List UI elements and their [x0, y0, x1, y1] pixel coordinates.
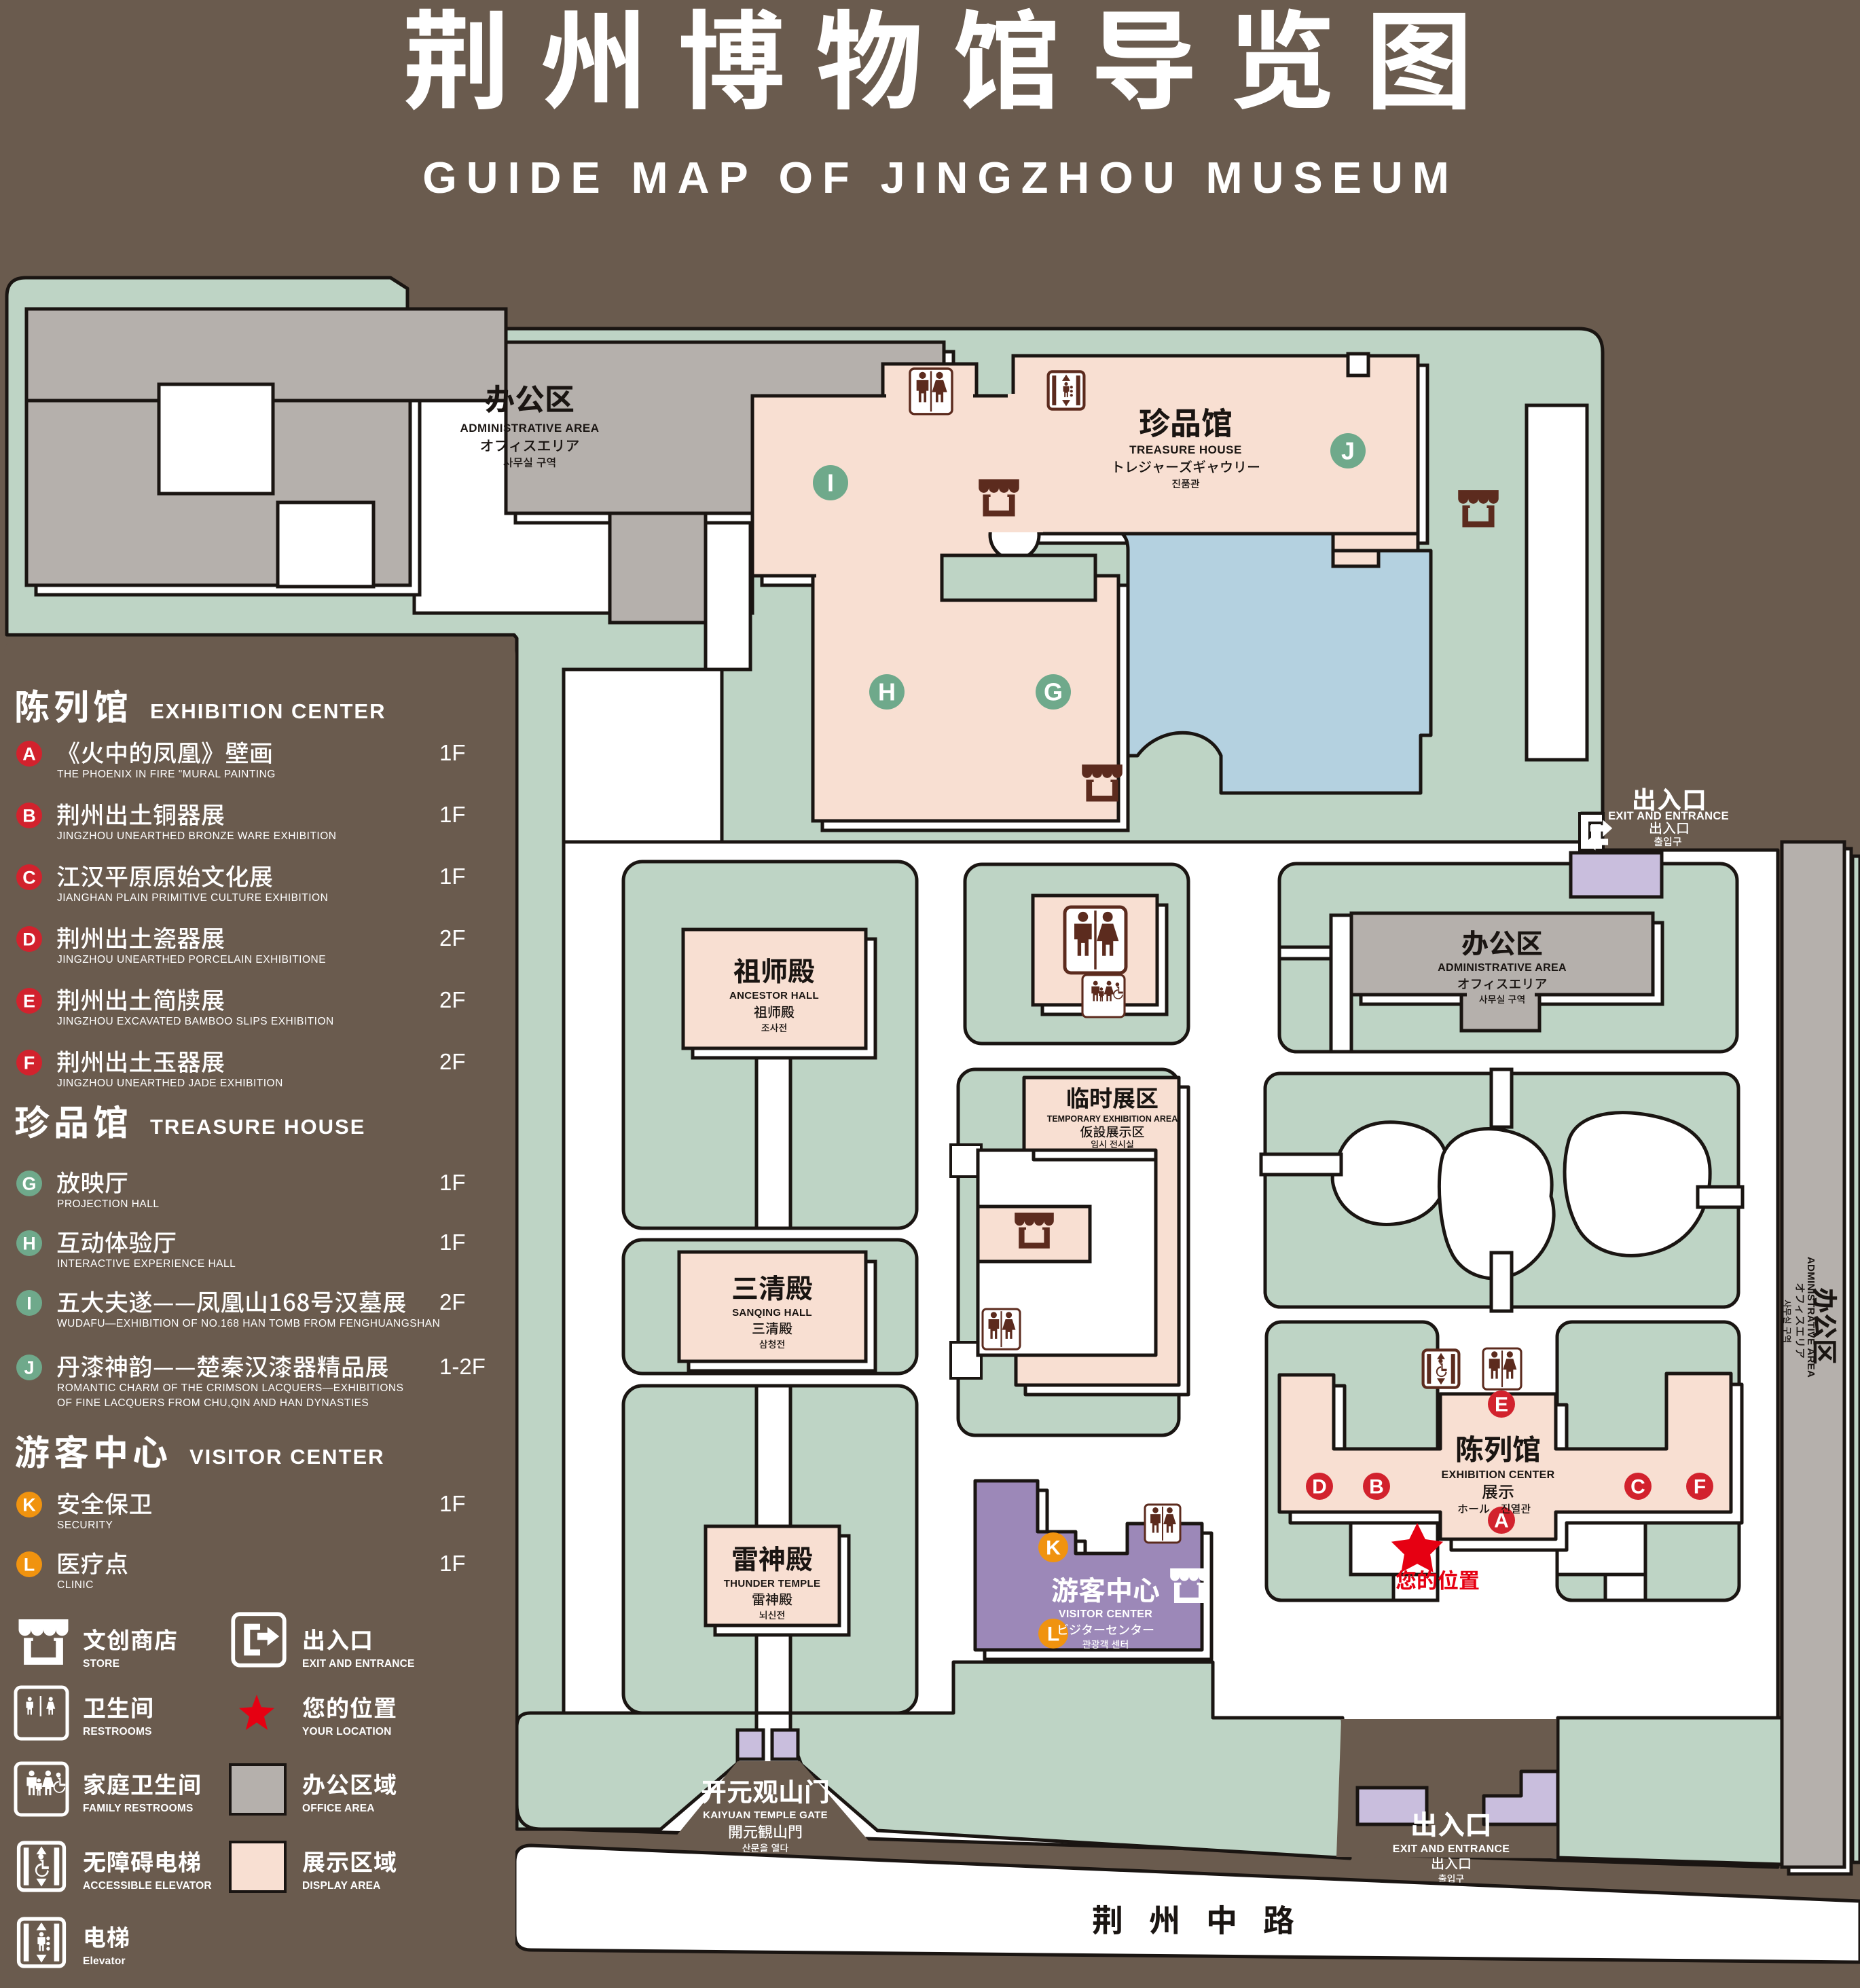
svg-text:KAIYUAN TEMPLE GATE: KAIYUAN TEMPLE GATE [703, 1809, 828, 1821]
svg-text:K: K [1046, 1537, 1061, 1560]
svg-text:1-2F: 1-2F [439, 1354, 486, 1379]
svg-text:TEMPORARY EXHIBITION AREA: TEMPORARY EXHIBITION AREA [1047, 1114, 1178, 1124]
svg-text:Elevator: Elevator [83, 1955, 126, 1967]
svg-text:G: G [22, 1173, 36, 1194]
svg-text:EXHIBITION CENTER: EXHIBITION CENTER [150, 699, 386, 723]
svg-text:B: B [1369, 1476, 1384, 1498]
svg-text:CLINIC: CLINIC [57, 1579, 94, 1591]
svg-text:1F: 1F [439, 1551, 466, 1576]
svg-text:STORE: STORE [83, 1658, 120, 1670]
svg-text:A: A [22, 743, 36, 764]
svg-text:1F: 1F [439, 802, 466, 827]
svg-text:H: H [878, 678, 896, 706]
svg-text:G: G [1044, 678, 1063, 706]
svg-text:F: F [1694, 1476, 1706, 1498]
svg-text:C: C [22, 867, 36, 887]
svg-text:1F: 1F [439, 1230, 466, 1255]
svg-text:VISITOR CENTER: VISITOR CENTER [189, 1445, 385, 1469]
svg-text:1F: 1F [439, 1491, 466, 1516]
svg-text:ADMINISTRATIVE AREA: ADMINISTRATIVE AREA [1438, 962, 1567, 974]
svg-text:JINGZHOU UNEARTHED JADE EXHIBI: JINGZHOU UNEARTHED JADE EXHIBITION [57, 1078, 283, 1089]
svg-text:B: B [22, 805, 36, 826]
svg-text:1F: 1F [439, 1170, 466, 1195]
svg-text:2F: 2F [439, 987, 466, 1012]
svg-text:ADMINISTRATIVE AREA: ADMINISTRATIVE AREA [1805, 1257, 1817, 1378]
svg-text:2F: 2F [439, 1049, 466, 1074]
svg-text:JINGZHOU UNEARTHED BRONZE WARE: JINGZHOU UNEARTHED BRONZE WARE EXHIBITIO… [57, 830, 336, 842]
svg-text:L: L [24, 1554, 35, 1575]
svg-text:D: D [1312, 1476, 1327, 1498]
svg-text:J: J [1341, 437, 1355, 465]
svg-text:2F: 2F [439, 925, 466, 951]
svg-text:1F: 1F [439, 864, 466, 889]
svg-text:THE PHOENIX IN FIRE "MURAL PAI: THE PHOENIX IN FIRE "MURAL PAINTING [57, 769, 276, 780]
svg-text:EXIT AND ENTRANCE: EXIT AND ENTRANCE [1393, 1843, 1510, 1855]
svg-text:K: K [22, 1494, 36, 1515]
svg-text:JINGZHOU UNEARTHED PORCELAIN E: JINGZHOU UNEARTHED PORCELAIN EXHIBITIONE [57, 954, 326, 965]
svg-text:1F: 1F [439, 740, 466, 765]
svg-text:OF FINE LACQUERS FROM CHU,QIN: OF FINE LACQUERS FROM CHU,QIN AND HAN DY… [57, 1397, 369, 1409]
svg-text:DISPLAY AREA: DISPLAY AREA [302, 1880, 381, 1892]
svg-text:PROJECTION HALL: PROJECTION HALL [57, 1198, 159, 1210]
svg-text:ROMANTIC CHARM OF THE CRIMSON: ROMANTIC CHARM OF THE CRIMSON LACQUERS—E… [57, 1382, 403, 1394]
svg-text:D: D [22, 929, 36, 949]
svg-text:YOUR LOCATION: YOUR LOCATION [302, 1726, 391, 1737]
svg-text:JINGZHOU EXCAVATED BAMBOO SLIP: JINGZHOU EXCAVATED BAMBOO SLIPS EXHIBITI… [57, 1016, 334, 1027]
svg-text:2F: 2F [439, 1289, 466, 1314]
svg-text:GUIDE MAP OF JINGZHOU MUSEUM: GUIDE MAP OF JINGZHOU MUSEUM [422, 153, 1459, 202]
svg-text:E: E [1495, 1394, 1508, 1416]
svg-text:E: E [23, 991, 35, 1011]
svg-text:EXIT AND ENTRANCE: EXIT AND ENTRANCE [302, 1658, 415, 1670]
svg-text:TREASURE HOUSE: TREASURE HOUSE [1129, 443, 1242, 456]
svg-text:TREASURE HOUSE: TREASURE HOUSE [150, 1115, 365, 1139]
svg-text:ACCESSIBLE ELEVATOR: ACCESSIBLE ELEVATOR [83, 1880, 212, 1892]
svg-text:THUNDER TEMPLE: THUNDER TEMPLE [724, 1578, 821, 1589]
svg-text:EXHIBITION CENTER: EXHIBITION CENTER [1442, 1469, 1555, 1481]
svg-text:OFFICE AREA: OFFICE AREA [302, 1803, 375, 1814]
svg-text:C: C [1630, 1476, 1645, 1498]
svg-text:JIANGHAN PLAIN PRIMITIVE CULTU: JIANGHAN PLAIN PRIMITIVE CULTURE EXHIBIT… [57, 892, 328, 904]
svg-text:ANCESTOR HALL: ANCESTOR HALL [729, 990, 819, 1001]
svg-text:H: H [22, 1233, 36, 1253]
svg-text:FAMILY RESTROOMS: FAMILY RESTROOMS [83, 1803, 194, 1814]
svg-text:SANQING HALL: SANQING HALL [732, 1307, 812, 1319]
svg-text:ADMINISTRATIVE AREA: ADMINISTRATIVE AREA [460, 422, 600, 435]
svg-text:INTERACTIVE EXPERIENCE HALL: INTERACTIVE EXPERIENCE HALL [57, 1258, 236, 1270]
svg-text:VISITOR CENTER: VISITOR CENTER [1059, 1608, 1152, 1620]
svg-text:EXIT AND ENTRANCE: EXIT AND ENTRANCE [1608, 810, 1729, 822]
svg-text:J: J [24, 1357, 34, 1378]
svg-text:L: L [1047, 1623, 1059, 1646]
svg-text:A: A [1494, 1510, 1509, 1532]
svg-text:I: I [827, 469, 834, 497]
svg-text:RESTROOMS: RESTROOMS [83, 1726, 152, 1737]
svg-text:WUDAFU—EXHIBITION OF NO.168 HA: WUDAFU—EXHIBITION OF NO.168 HAN TOMB FRO… [57, 1318, 440, 1329]
svg-text:SECURITY: SECURITY [57, 1520, 113, 1531]
svg-text:F: F [24, 1052, 35, 1073]
svg-text:I: I [26, 1293, 32, 1313]
